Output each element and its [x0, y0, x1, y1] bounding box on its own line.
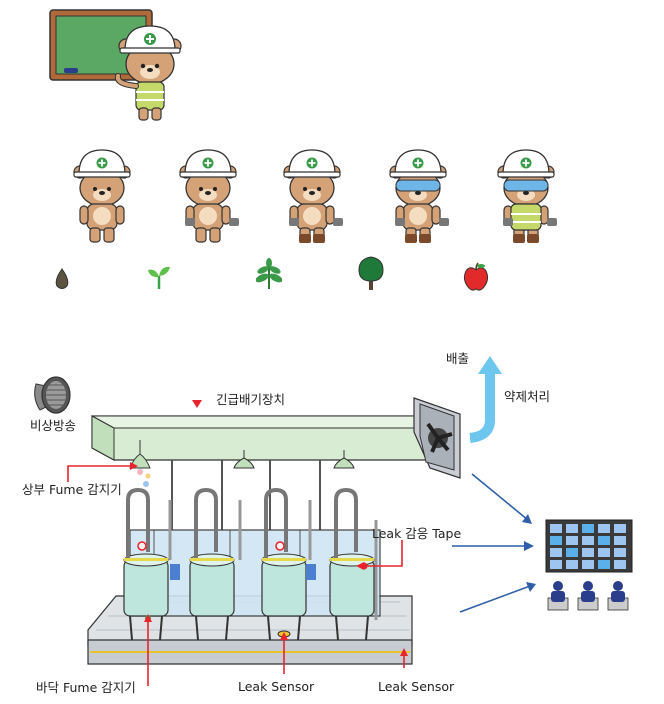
- control-room: [545, 519, 633, 611]
- label-emergency-exhaust: 긴급배기장치: [216, 392, 286, 407]
- exhaust-fan: [413, 397, 461, 479]
- label-emergency-broadcast: 비상방송: [30, 418, 77, 433]
- seed-icon: [55, 268, 69, 289]
- label-leak-tape: Leak 감응 Tape: [372, 526, 462, 541]
- bear-row: [73, 149, 557, 243]
- label-bottom-fume-detector: 바닥 Fume 감지기: [36, 680, 136, 695]
- label-leak-sensor-center: Leak Sensor: [238, 679, 315, 694]
- bear-stage-5: [497, 149, 557, 243]
- bear-stage-2: [179, 149, 239, 243]
- teacher-bear: [114, 25, 182, 121]
- label-chemical-treatment: 약제처리: [504, 389, 551, 404]
- teacher-illustration: [49, 9, 182, 121]
- exhaust-arrow: [469, 356, 502, 443]
- sprout-icon: [148, 266, 170, 289]
- bear-stage-1: [73, 149, 131, 243]
- tree-icon: [358, 256, 384, 290]
- bear-stage-4: [389, 149, 449, 243]
- speaker-icon: [34, 376, 71, 414]
- tanks: [123, 487, 378, 641]
- apple-icon: [463, 262, 489, 291]
- callouts: [67, 465, 405, 686]
- signal-arrows: [452, 473, 531, 613]
- label-exhaust: 배출: [446, 351, 470, 366]
- label-leak-sensor-right: Leak Sensor: [378, 679, 455, 694]
- label-upper-fume-detector: 상부 Fume 감지기: [22, 482, 122, 497]
- bear-stage-3: [283, 149, 343, 243]
- seedling-icon: [256, 258, 282, 289]
- operators: [547, 581, 629, 611]
- marker-triangle: [192, 400, 202, 408]
- system-diagram: [34, 356, 633, 686]
